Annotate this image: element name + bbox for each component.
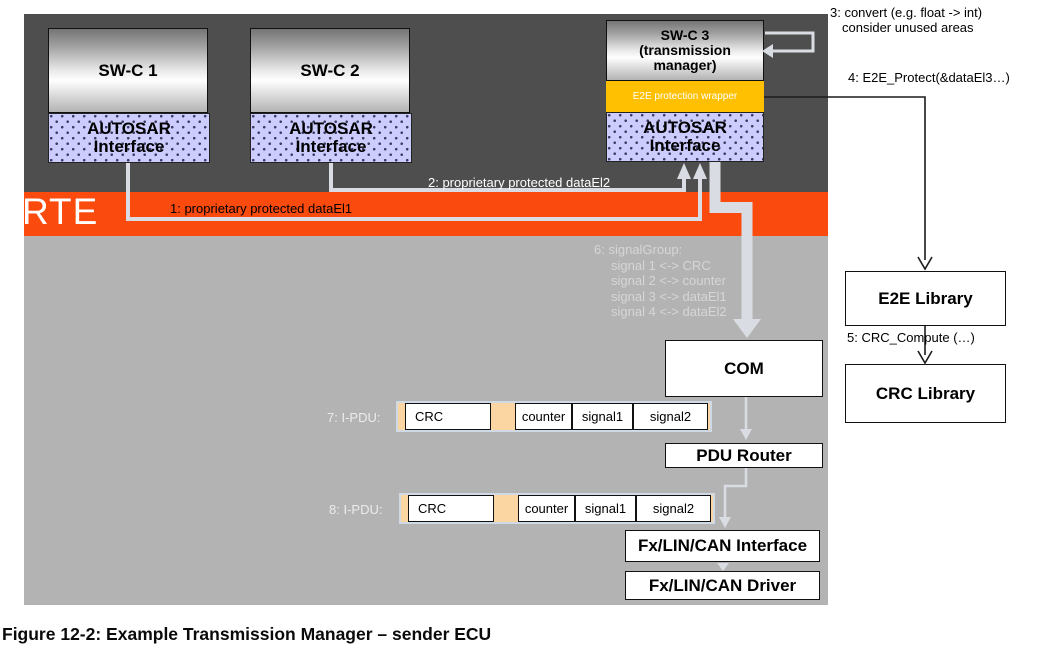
figure-caption: Figure 12-2: Example Transmission Manage… xyxy=(2,624,492,644)
swc2-label: SW-C 2 xyxy=(300,60,360,80)
pdu-router-box: PDU Router xyxy=(665,443,823,468)
fx-lin-can-interface-box: Fx/LIN/CAN Interface xyxy=(625,530,820,562)
swc1-box: SW-C 1 xyxy=(48,28,208,113)
note-5-crc-compute: 5: CRC_Compute (…) xyxy=(847,330,975,345)
e2e-protection-wrapper-box: E2E protection wrapper xyxy=(606,81,764,112)
swc1-label: SW-C 1 xyxy=(98,60,158,80)
swc3-transmission-manager-box: SW-C 3 (transmission manager) xyxy=(606,20,764,81)
rte-label: RTE xyxy=(22,191,99,232)
note-1-proprietary-dataEl1: 1: proprietary protected dataEl1 xyxy=(170,201,353,216)
crc-library-box: CRC Library xyxy=(845,364,1006,423)
ipdu-8-cell-signal1: signal1 xyxy=(575,495,636,522)
ipdu-8-label: 8: I-PDU: xyxy=(329,502,383,517)
e2e-protection-wrapper-label: E2E protection wrapper xyxy=(632,91,738,102)
ipdu-7-cell-signal1: signal1 xyxy=(572,403,633,430)
note-2-proprietary-dataEl2: 2: proprietary protected dataEl2 xyxy=(428,175,611,190)
ipdu-7-cell-crc: CRC xyxy=(405,403,491,430)
e2e-library-box: E2E Library xyxy=(845,271,1006,326)
swc2-box: SW-C 2 xyxy=(250,28,410,113)
rte-band xyxy=(24,192,828,236)
ipdu-7-cell-counter: counter xyxy=(515,403,572,430)
ipdu-8-cell-crc: CRC xyxy=(408,495,494,522)
ipdu-7-bar: CRC counter signal1 signal2 xyxy=(396,401,712,432)
ipdu-8-bar: CRC counter signal1 signal2 xyxy=(399,493,715,524)
autosar-interface-swc2: AUTOSAR Interface xyxy=(250,113,412,163)
ipdu-7-cell-signal2: signal2 xyxy=(633,403,708,430)
com-box: COM xyxy=(665,340,823,397)
autosar-interface-swc1: AUTOSAR Interface xyxy=(48,113,210,163)
note-6-signal-group: 6: signalGroup: signal 1 <-> CRC signal … xyxy=(594,242,727,319)
ipdu-8-cell-counter: counter xyxy=(518,495,575,522)
note-3-convert: 3: convert (e.g. float -> int) consider … xyxy=(830,5,983,35)
ipdu-8-cell-signal2: signal2 xyxy=(636,495,711,522)
autosar-interface-swc3: AUTOSAR Interface xyxy=(606,112,764,162)
fx-lin-can-driver-box: Fx/LIN/CAN Driver xyxy=(625,571,820,600)
ipdu-7-label: 7: I-PDU: xyxy=(327,410,381,425)
note-4-e2e-protect: 4: E2E_Protect(&dataEl3…) xyxy=(848,70,1010,85)
swc3-label: SW-C 3 (transmission manager) xyxy=(639,27,731,73)
